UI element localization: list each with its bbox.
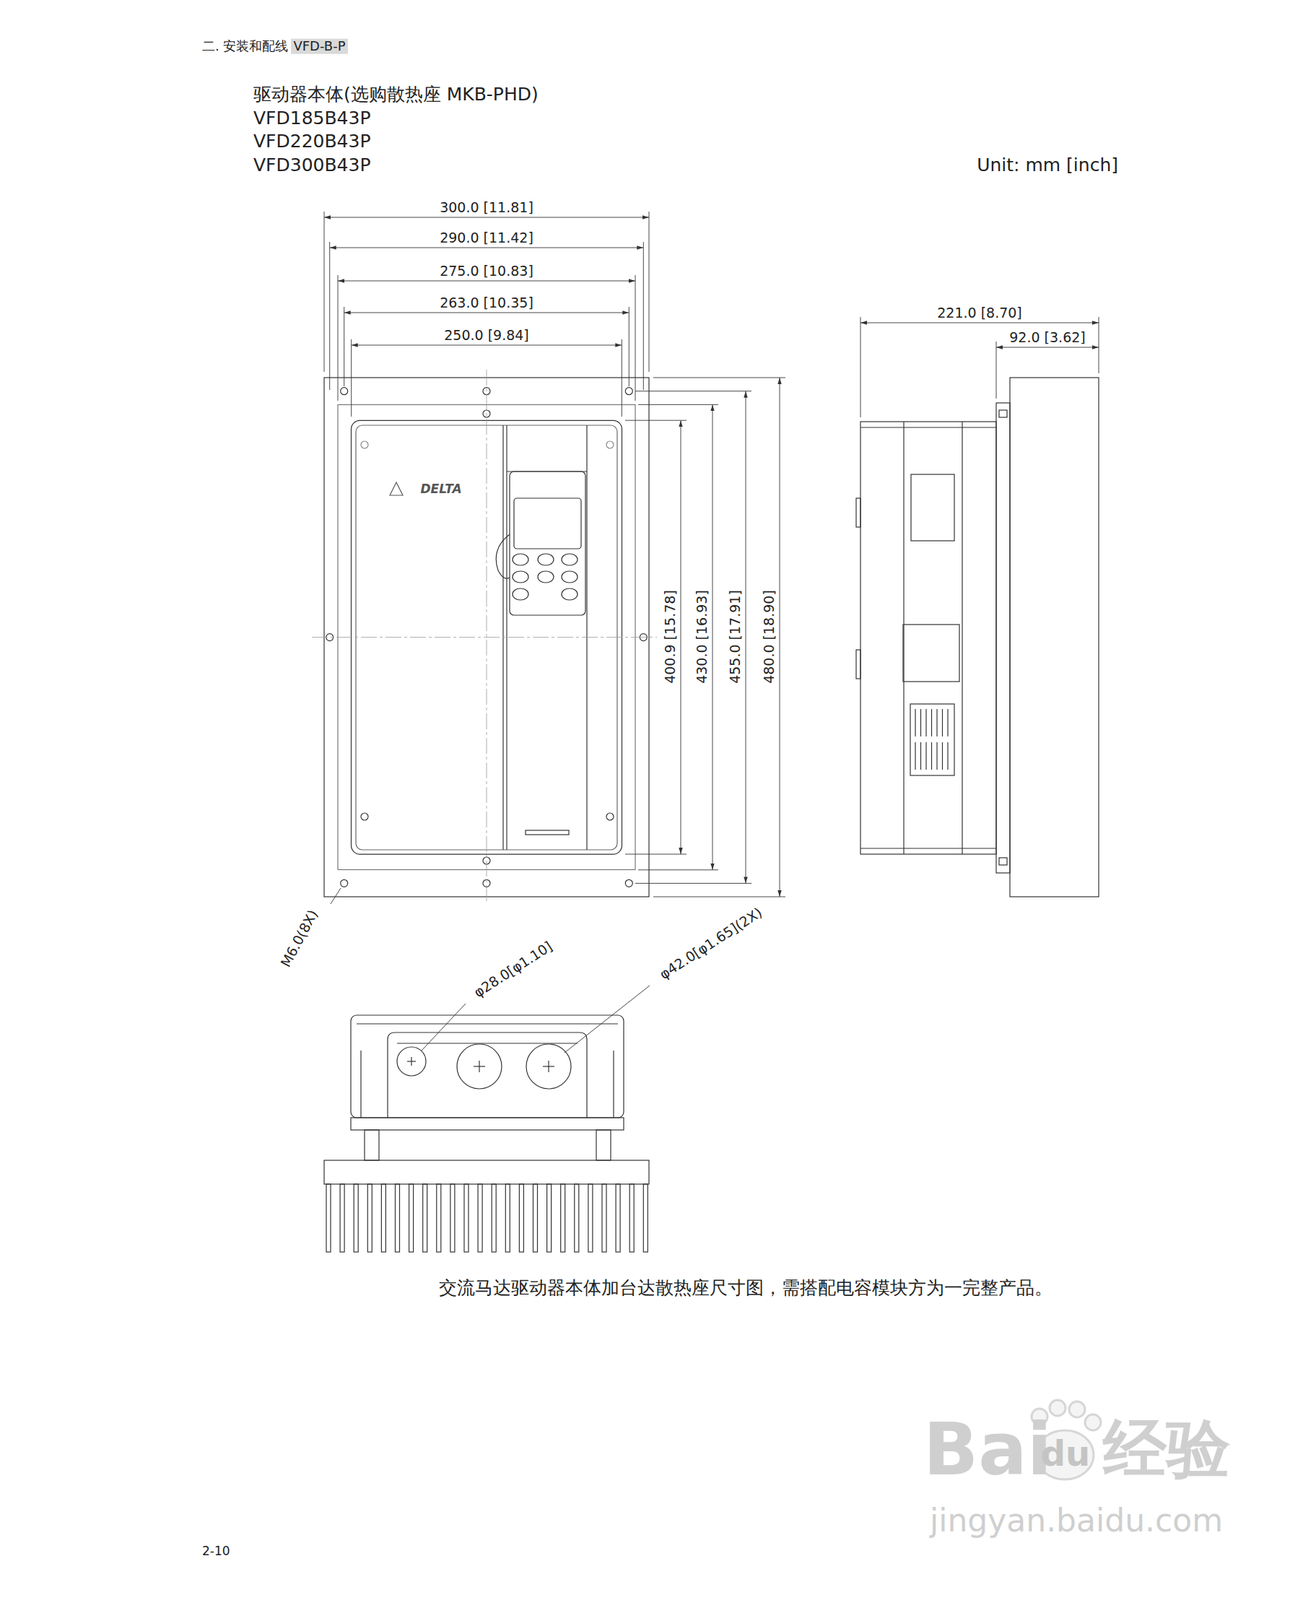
vent-slot — [947, 742, 948, 770]
heatsink-fin — [547, 1183, 552, 1252]
heatsink-fin — [340, 1183, 345, 1252]
vent-slot — [920, 708, 922, 737]
dimension-label: 250.0 [9.84] — [443, 327, 530, 344]
vent-slot — [925, 708, 927, 737]
dimension-label: 400.9 [15.78] — [662, 589, 679, 684]
dimension-label: 263.0 [10.35] — [439, 295, 534, 312]
heatsink-fin — [464, 1183, 469, 1252]
heatsink-fin — [367, 1183, 372, 1252]
heatsink-fin — [629, 1183, 634, 1252]
model-number: VFD300B43P — [253, 155, 372, 177]
heatsink-fin — [436, 1183, 442, 1252]
hole-callout: M6.0(8X) — [277, 907, 322, 971]
side-view — [856, 377, 1099, 897]
leader-lines — [330, 887, 650, 1053]
heatsink-fin — [574, 1183, 579, 1252]
section-header: 二. 安装和配线 — [202, 38, 289, 55]
heatsink-fin — [395, 1183, 400, 1252]
dimension-label: 455.0 [17.91] — [727, 589, 744, 684]
watermark: 经验 — [1103, 1412, 1231, 1485]
dimension-label: 480.0 [18.90] — [761, 589, 778, 684]
dimension-label: 221.0 [8.70] — [937, 305, 1023, 322]
heatsink-fin — [326, 1183, 331, 1252]
heatsink-fin — [602, 1183, 607, 1252]
watermark: jingyan.baidu.com — [929, 1502, 1223, 1540]
heatsink-fin — [615, 1183, 621, 1252]
watermark: du — [1040, 1433, 1091, 1474]
hole-callout: φ42.0[φ1.65](2X) — [656, 904, 766, 983]
dimension-label: 290.0 [11.42] — [439, 230, 534, 247]
heatsink-fin — [533, 1183, 538, 1252]
title: 驱动器本体(选购散热座 MKB-PHD) — [253, 84, 539, 106]
section-tag: VFD-B-P — [290, 38, 348, 55]
vent-slot — [942, 742, 943, 770]
vent-slot — [936, 742, 938, 770]
vent-slot — [925, 742, 927, 770]
heatsink-fin — [519, 1183, 524, 1252]
dimension-label: 430.0 [16.93] — [694, 589, 711, 684]
watermark: Bai — [923, 1407, 1052, 1491]
heatsink-fin — [353, 1183, 359, 1252]
vent-slot — [931, 708, 932, 737]
model-number: VFD220B43P — [253, 131, 372, 153]
heatsink-fin — [477, 1183, 483, 1252]
vent-slot — [936, 708, 938, 737]
heatsink-fin — [423, 1183, 428, 1252]
vent-slot — [931, 742, 932, 770]
dimension-label: 300.0 [11.81] — [439, 199, 534, 216]
heatsink-fin — [491, 1183, 496, 1252]
heatsink-fin — [588, 1183, 593, 1252]
page-number: 2-10 — [202, 1544, 231, 1559]
width-dimensions — [324, 211, 649, 417]
height-dimensions — [625, 377, 786, 897]
heatsink-fin — [505, 1183, 510, 1252]
dimension-label: 92.0 [3.62] — [1009, 329, 1085, 346]
depth-dimensions — [860, 316, 1099, 418]
bottom-view — [324, 1014, 649, 1252]
caption: 交流马达驱动器本体加台达散热座尺寸图，需搭配电容模块方为一完整产品。 — [438, 1277, 1053, 1299]
heatsink-fin — [560, 1183, 566, 1252]
vent-slot — [914, 708, 916, 737]
heatsink-fin — [450, 1183, 455, 1252]
vent-slot — [920, 742, 922, 770]
heatsink-fin — [643, 1183, 648, 1252]
vent-slot — [942, 708, 943, 737]
vent-slot — [914, 742, 916, 770]
vent-slot — [947, 708, 948, 737]
brand-logo: DELTA — [420, 482, 462, 497]
front-view — [311, 369, 657, 904]
dimension-label: 275.0 [10.83] — [439, 263, 534, 280]
heatsink-fin — [381, 1183, 386, 1252]
hole-callout: φ28.0[φ1.10] — [471, 938, 556, 1001]
unit-note: Unit: mm [inch] — [976, 155, 1119, 177]
heatsink-fin — [409, 1183, 414, 1252]
model-number: VFD185B43P — [253, 108, 372, 130]
